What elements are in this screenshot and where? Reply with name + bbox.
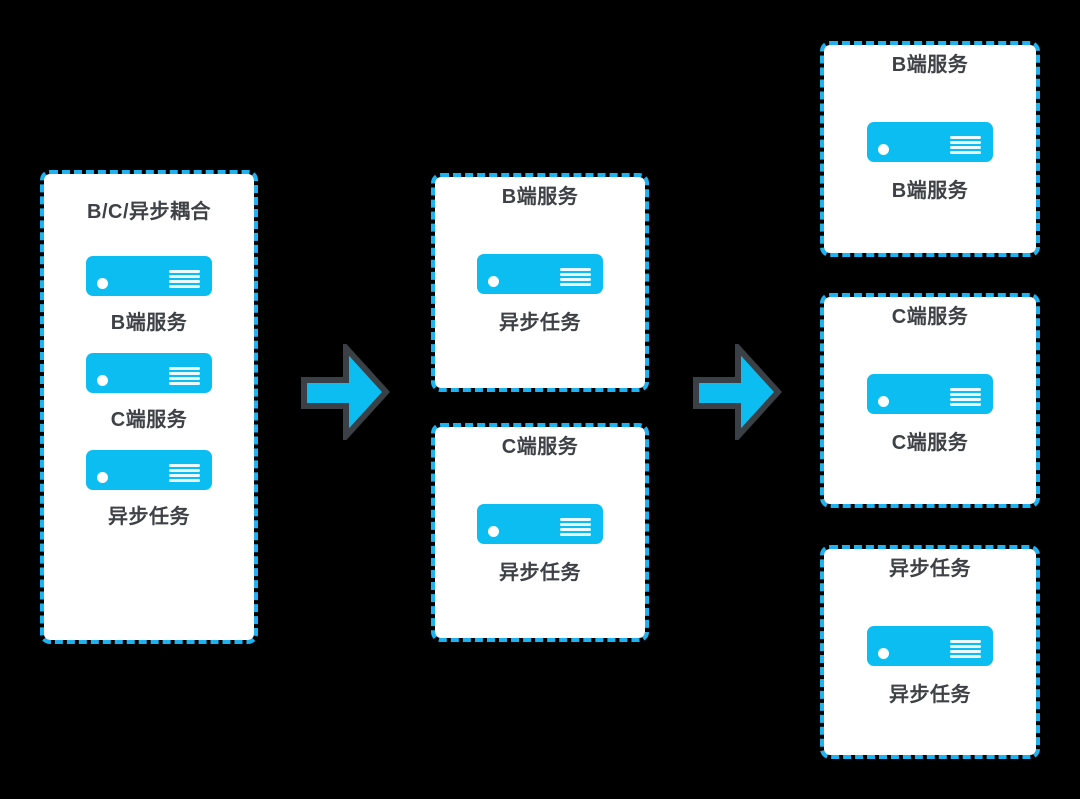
server-led-icon [488, 526, 499, 537]
server-vent-lines-icon [169, 367, 200, 385]
server-vent-lines-icon [950, 136, 981, 154]
box-title: B/C/异步耦合 [87, 201, 211, 223]
server-label: B端服务 [891, 180, 969, 202]
stage1-coupled-box: B/C/异步耦合 B端服务 C端服务 异步任务 [40, 170, 258, 644]
box-title: B端服务 [501, 186, 579, 208]
server-label: 异步任务 [499, 312, 581, 334]
server-led-icon [97, 278, 108, 289]
stage3-c-service-box: C端服务 C端服务 [820, 293, 1040, 508]
right-arrow-icon [693, 344, 782, 440]
server-label: 异步任务 [499, 562, 581, 584]
server-vent-lines-icon [950, 388, 981, 406]
server-icon [86, 450, 212, 490]
box-title: C端服务 [501, 436, 579, 458]
server-label: C端服务 [891, 432, 969, 454]
server-led-icon [878, 648, 889, 659]
server-label: B端服务 [110, 312, 188, 334]
server-led-icon [97, 472, 108, 483]
server-led-icon [488, 276, 499, 287]
server-led-icon [878, 396, 889, 407]
stage3-async-task-box: 异步任务 异步任务 [820, 545, 1040, 759]
server-vent-lines-icon [950, 640, 981, 658]
server-vent-lines-icon [560, 518, 591, 536]
server-vent-lines-icon [169, 464, 200, 482]
server-led-icon [97, 375, 108, 386]
server-icon [867, 122, 993, 162]
stage2-c-service-box: C端服务 异步任务 [431, 423, 649, 642]
stage2-b-service-box: B端服务 异步任务 [431, 173, 649, 392]
server-label: 异步任务 [889, 684, 971, 706]
server-icon [477, 504, 603, 544]
server-led-icon [878, 144, 889, 155]
server-label: 异步任务 [108, 506, 190, 528]
box-title: C端服务 [891, 306, 969, 328]
server-vent-lines-icon [560, 268, 591, 286]
right-arrow-icon [301, 344, 390, 440]
box-title: B端服务 [891, 54, 969, 76]
server-icon [477, 254, 603, 294]
stage3-b-service-box: B端服务 B端服务 [820, 41, 1040, 257]
server-label: C端服务 [110, 409, 188, 431]
server-icon [86, 256, 212, 296]
server-icon [86, 353, 212, 393]
server-vent-lines-icon [169, 270, 200, 288]
server-icon [867, 374, 993, 414]
server-icon [867, 626, 993, 666]
box-title: 异步任务 [889, 558, 971, 580]
